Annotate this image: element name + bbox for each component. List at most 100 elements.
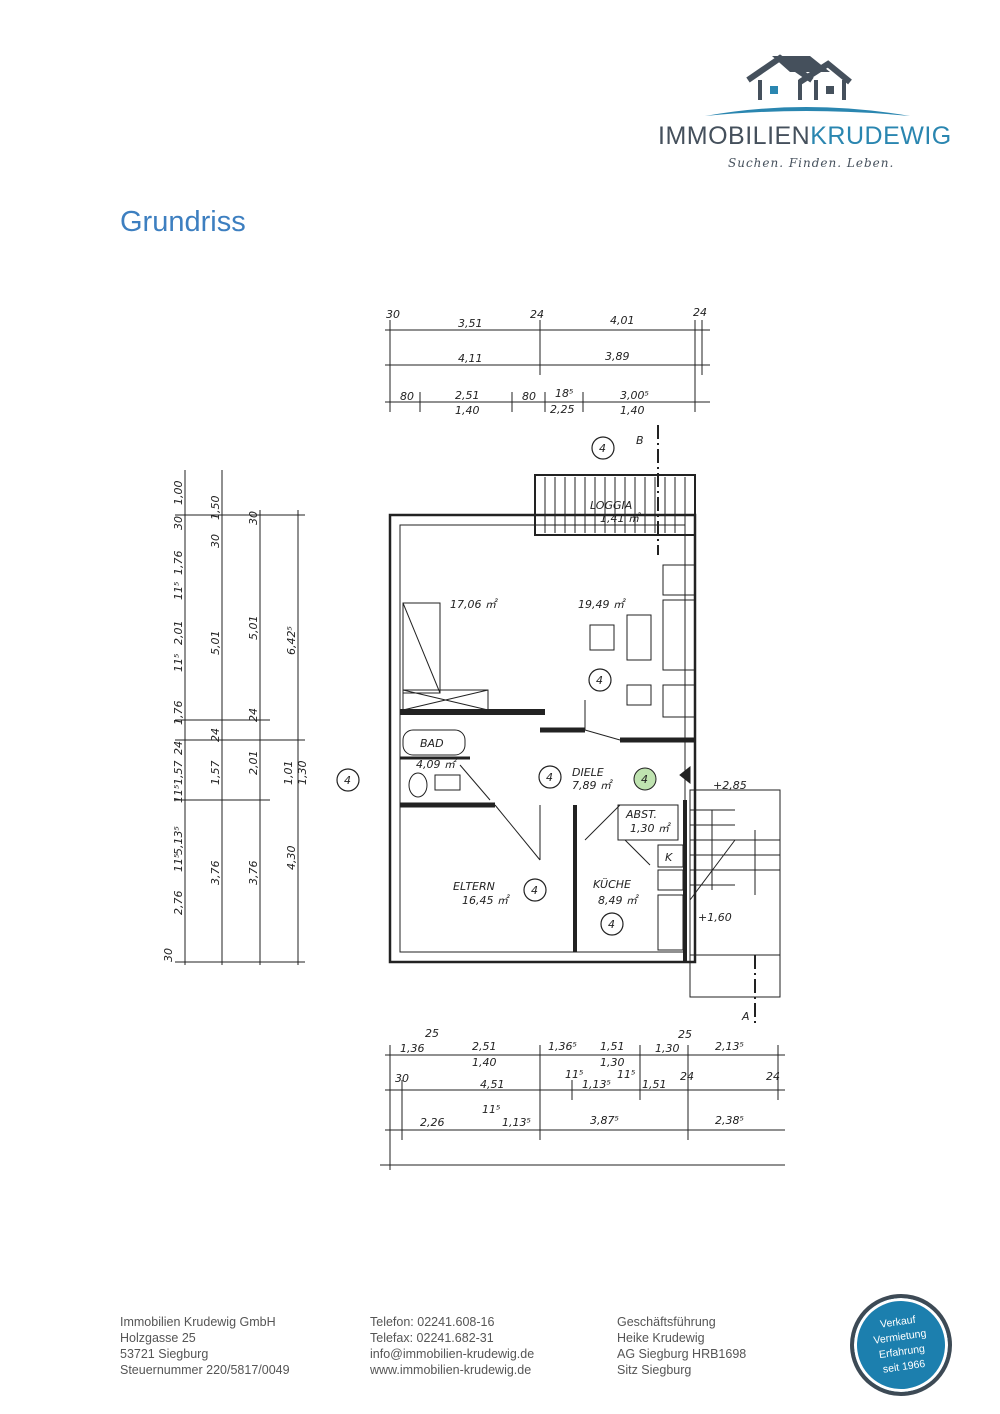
room-area: 17,06 ㎡ — [450, 598, 498, 611]
dimension-label: 4 — [531, 884, 538, 897]
dimension-label: 2,38⁵ — [715, 1114, 744, 1127]
plan-element — [494, 804, 541, 861]
dimension-label: 2,25 — [550, 403, 575, 416]
house-logo-icon — [705, 54, 910, 116]
plan-element: Geschäftsführung — [617, 1315, 716, 1329]
dimension-label: 1,13⁵ — [582, 1078, 611, 1091]
plan-element: Steuernummer 220/5817/0049 — [120, 1363, 290, 1377]
dimension-label: +2,85 — [713, 779, 747, 792]
dimension-label: 4 — [596, 674, 603, 687]
dimension-label: 11⁵ — [565, 1068, 583, 1081]
dimension-label: 80 — [400, 390, 414, 403]
plan-element — [617, 804, 679, 841]
plan-element — [657, 894, 684, 951]
dimension-label: 30 — [386, 308, 400, 321]
plan-element — [408, 772, 428, 798]
dimension-label: K — [665, 851, 673, 864]
dimension-label: 5,13⁵ — [172, 826, 185, 855]
dimension-label: 1,30 — [296, 761, 309, 786]
plan-element — [662, 684, 696, 718]
dimension-label: 1,41 ㎡ — [600, 512, 641, 525]
plan-element — [626, 614, 652, 661]
dimension-label: 30 — [395, 1072, 409, 1085]
dimension-label: 1,40 — [620, 404, 645, 417]
dimension-label: 5,01 — [209, 631, 222, 656]
dimension-label: +1,60 — [698, 911, 732, 924]
dimension-label: 1,76 — [172, 701, 185, 726]
dimension-label: 7,89 ㎡ — [572, 779, 613, 792]
plan-element — [662, 564, 696, 596]
dimension-label: 1,00 — [172, 481, 185, 506]
plan-element: 53721 Siegburg — [120, 1347, 209, 1361]
dimension-label: 1,76 — [172, 551, 185, 576]
dimension-label: 11⁵ — [617, 1068, 635, 1081]
email-link[interactable]: info@immobilien-krudewig.de — [370, 1347, 535, 1361]
plan-element — [175, 320, 785, 1170]
plan-element — [336, 768, 360, 792]
dimension-label: 24 — [209, 728, 222, 742]
dimension-label: 1,30 — [655, 1042, 680, 1055]
dimension-label: 4,30 — [285, 846, 298, 871]
plan-element — [523, 878, 547, 902]
dimension-label: 2,51 — [455, 389, 480, 402]
slogan: Suchen. Finden. Leben. — [728, 156, 895, 170]
dimension-label: 4 — [599, 442, 606, 455]
dimension-label: 24 — [530, 308, 544, 321]
brand-name: IMMOBILIENKRUDEWIG — [658, 122, 952, 151]
plan-element — [772, 56, 830, 72]
plan-element: Heike Krudewig — [617, 1331, 705, 1345]
dimension-label: 18⁵ — [555, 387, 573, 400]
room-eltern: ELTERN — [453, 880, 495, 893]
plan-element: Telefax: 02241.682-31 — [370, 1331, 494, 1345]
dimension-label: 24 — [680, 1070, 694, 1083]
dimension-label: 24 — [247, 708, 260, 722]
plan-element — [689, 789, 781, 956]
dimension-label: 1,01 — [282, 761, 295, 786]
dimension-label: 5,01 — [247, 616, 260, 641]
dimension-label: 8,49 ㎡ — [598, 894, 639, 907]
dimension-label: B — [636, 434, 644, 447]
dimension-label: 6,42⁵ — [285, 626, 298, 655]
plan-element: IMMOBILIEN — [658, 122, 811, 150]
room-bad: BAD — [420, 737, 444, 750]
plan-element — [842, 80, 846, 100]
dimension-label: 2,51 — [472, 1040, 497, 1053]
plan-element — [538, 765, 562, 789]
plan-element — [624, 839, 651, 866]
plan-element — [588, 668, 612, 692]
dimension-label: 11⁵ — [172, 582, 185, 600]
dimension-label: 3,00⁵ — [620, 389, 649, 402]
plan-element — [633, 767, 657, 791]
dimension-label: 3,51 — [458, 317, 483, 330]
dimension-label: 25 — [425, 1027, 439, 1040]
dimension-label: 11⁵ — [172, 654, 185, 672]
plan-element — [584, 729, 621, 741]
dimension-label: 2,13⁵ — [715, 1040, 744, 1053]
dimension-label: 1,30 — [600, 1056, 625, 1069]
dimension-label: 11⁵ — [172, 854, 185, 872]
dimension-label: 4,11 — [458, 352, 483, 365]
plan-element — [388, 513, 697, 964]
plan-element — [534, 474, 696, 536]
dimension-label: 1,40 — [472, 1056, 497, 1069]
room-diele: DIELE — [572, 766, 604, 779]
dimension-label: 24 — [693, 306, 707, 319]
website-link[interactable]: www.immobilien-krudewig.de — [370, 1363, 532, 1377]
dimension-label: 1,36⁵ — [548, 1040, 577, 1053]
dimension-label: 30 — [209, 534, 222, 548]
dimension-label: 3,76 — [247, 861, 260, 886]
plan-element — [657, 844, 684, 868]
dimension-label: 30 — [162, 948, 175, 962]
plan-element — [402, 689, 489, 711]
plan-element — [689, 954, 781, 998]
plan-element — [591, 436, 615, 460]
plan-element: Holzgasse 25 — [120, 1331, 196, 1345]
room-abst: ABST. — [625, 808, 657, 821]
plan-element — [814, 80, 818, 100]
dimension-label: 3,89 — [605, 350, 630, 363]
